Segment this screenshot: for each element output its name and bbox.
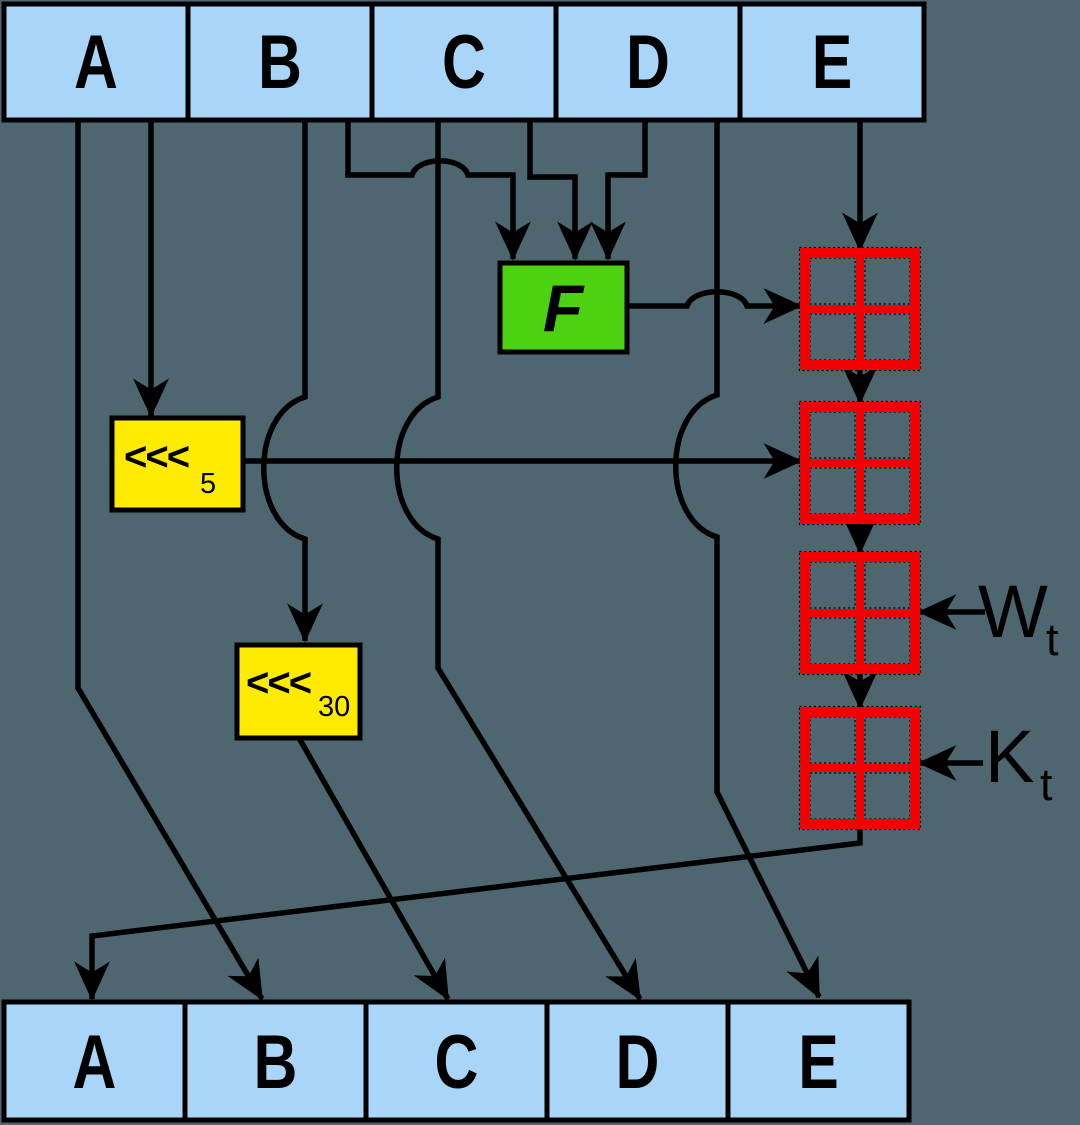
top-register-b: B bbox=[185, 1, 375, 123]
top-register-d: D bbox=[553, 1, 743, 123]
top-register-b-label: B bbox=[258, 20, 302, 105]
rotate-left-30-operator: <<< bbox=[246, 661, 311, 705]
top-register-row: A B C D E bbox=[1, 1, 927, 123]
rotate-left-30-amount: 30 bbox=[318, 691, 350, 723]
wire-f-to-adder1 bbox=[627, 288, 803, 324]
top-register-c-label: C bbox=[442, 20, 486, 105]
adder-4 bbox=[798, 705, 922, 831]
wire-c-to-f bbox=[527, 120, 593, 261]
bottom-register-d: D bbox=[544, 999, 731, 1123]
message-word-wt: W t bbox=[978, 570, 1059, 665]
bottom-register-b-label: B bbox=[254, 1020, 298, 1105]
top-register-c: C bbox=[369, 1, 559, 123]
wire-b-to-rotate30 bbox=[261, 120, 323, 643]
rotate-left-5-amount: 5 bbox=[200, 468, 216, 500]
adder-1 bbox=[798, 246, 922, 372]
wire-d-to-bottom-e bbox=[673, 120, 822, 999]
bottom-register-e-label: E bbox=[798, 1020, 839, 1105]
wt-base-label: W bbox=[978, 570, 1048, 653]
bottom-register-row: A B C D E bbox=[1, 999, 912, 1123]
wire-adder4-to-bottom-a bbox=[74, 821, 863, 1001]
function-f-label: F bbox=[543, 271, 585, 345]
top-register-a: A bbox=[1, 1, 191, 123]
bottom-register-c-label: C bbox=[435, 1020, 479, 1105]
kt-subscript-label: t bbox=[1040, 759, 1053, 810]
bottom-register-d-label: D bbox=[616, 1020, 660, 1105]
wt-subscript-label: t bbox=[1046, 614, 1059, 665]
bottom-register-a-label: A bbox=[73, 1020, 117, 1105]
wire-rotate30-to-bottom-c bbox=[296, 736, 451, 1001]
bottom-register-c: C bbox=[363, 999, 550, 1123]
rotate-left-30-box: <<< 30 bbox=[234, 642, 363, 741]
wire-c-to-bottom-d bbox=[394, 120, 643, 1001]
rotate-left-5-box: <<< 5 bbox=[109, 415, 246, 513]
wire-d-to-f bbox=[590, 120, 648, 261]
top-register-e-label: E bbox=[812, 20, 853, 105]
top-register-d-label: D bbox=[626, 20, 670, 105]
round-constant-kt: K t bbox=[985, 715, 1053, 810]
bottom-register-b: B bbox=[182, 999, 369, 1123]
function-f-box: F bbox=[497, 260, 630, 355]
adder-3 bbox=[798, 550, 922, 676]
bottom-register-a: A bbox=[1, 999, 188, 1123]
wire-a-to-bottom-b bbox=[75, 120, 265, 1001]
kt-base-label: K bbox=[985, 715, 1034, 798]
rotate-left-5-operator: <<< bbox=[124, 435, 189, 479]
bottom-register-e: E bbox=[725, 999, 912, 1123]
top-register-a-label: A bbox=[74, 20, 118, 105]
adder-2 bbox=[798, 400, 922, 526]
top-register-e: E bbox=[737, 1, 927, 123]
